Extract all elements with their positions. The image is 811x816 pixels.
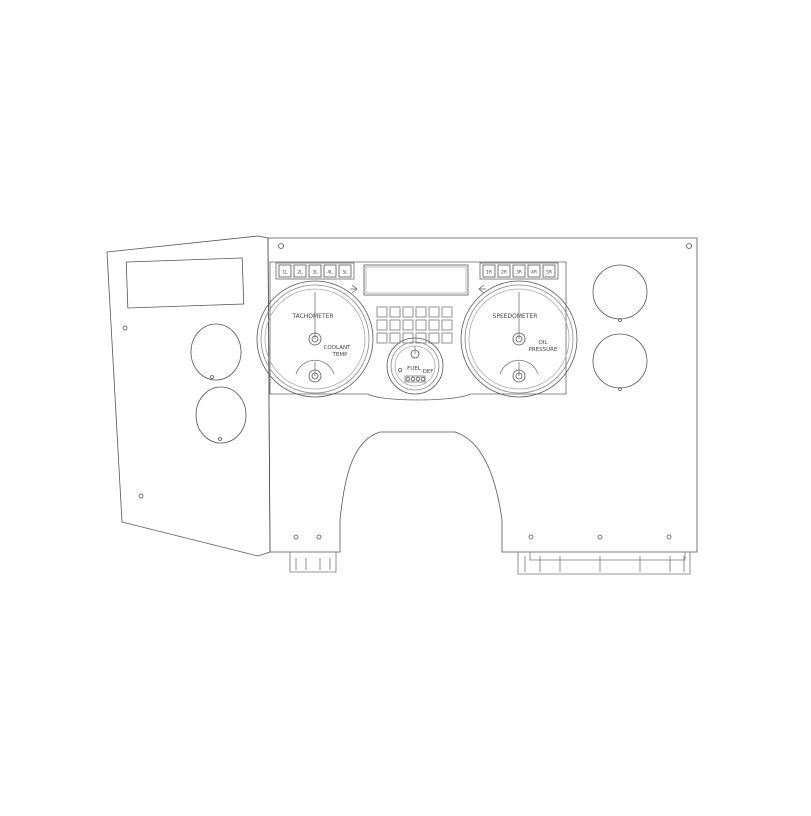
- center-lcd-display: [363, 264, 469, 296]
- indicator-light-label: 4L: [327, 270, 333, 276]
- screw-hole: [138, 493, 144, 499]
- warning-light: [389, 306, 401, 318]
- instrument-cluster: 1L 2L 3L 4L 5L 1R 2R 3R 4R 5R: [269, 261, 567, 401]
- turn-signal-right-icon: [478, 284, 486, 294]
- oil-pressure-label-line1: OIL: [538, 340, 548, 346]
- warning-light: [376, 319, 388, 331]
- warning-light: [389, 332, 401, 344]
- warning-light: [428, 332, 440, 344]
- warning-light-grid: [376, 306, 453, 344]
- indicator-light: [323, 264, 337, 278]
- indicator-light: [308, 264, 322, 278]
- screw-hole: [597, 534, 603, 540]
- right-gauge-holes: [592, 264, 648, 391]
- indicator-light: [527, 264, 541, 278]
- indicator-light-label: 3L: [312, 270, 318, 276]
- left-indicator-lights: 1L 2L 3L 4L 5L: [278, 264, 352, 278]
- speedometer-label: SPEEDOMETER: [493, 313, 538, 320]
- right-gauge-hole-top: [592, 264, 648, 320]
- warning-light: [402, 319, 414, 331]
- warning-light: [415, 319, 427, 331]
- indicator-light: [512, 264, 526, 278]
- indicator-light-label: 4R: [531, 270, 537, 276]
- warning-light: [441, 306, 453, 318]
- warning-light: [415, 306, 427, 318]
- speedometer-gauge: SPEEDOMETER OIL PRESSURE: [460, 280, 578, 398]
- warning-light: [376, 306, 388, 318]
- warning-light: [428, 306, 440, 318]
- warning-light: [389, 319, 401, 331]
- turn-signal-left-icon: [350, 284, 358, 294]
- fuel-label: FUEL: [407, 366, 422, 372]
- right-indicator-strip: 1R 2R 3R 4R 5R: [479, 262, 559, 280]
- warning-light: [441, 319, 453, 331]
- indicator-light: [482, 264, 496, 278]
- coolant-label-line2: TEMP: [332, 352, 349, 358]
- right-gauge-hole-bottom: [592, 333, 648, 389]
- screw-hole: [278, 243, 284, 249]
- screw-hole: [293, 534, 299, 540]
- warning-light: [428, 319, 440, 331]
- screw-hole: [686, 243, 692, 249]
- screw-hole: [528, 534, 534, 540]
- indicator-light-label: 5R: [546, 270, 552, 276]
- coolant-label-line1: COOLANT: [324, 345, 352, 351]
- indicator-light: [497, 264, 511, 278]
- indicator-light-label: 2L: [297, 270, 303, 276]
- indicator-light: [293, 264, 307, 278]
- left-panel-gauge-hole-top: [190, 323, 242, 381]
- screw-hole: [666, 534, 672, 540]
- mounting-brackets: [289, 552, 691, 575]
- indicator-light-label: 3R: [516, 270, 522, 276]
- def-label: DEF: [423, 369, 434, 375]
- main-front-panel: [267, 237, 698, 553]
- tachometer-gauge: TACHOMETER COOLANT TEMP: [256, 280, 374, 398]
- indicator-light: [338, 264, 352, 278]
- indicator-light: [542, 264, 556, 278]
- indicator-light-label: 1L: [282, 270, 288, 276]
- indicator-light-label: 1R: [486, 270, 492, 276]
- fuel-def-gauge: FUEL DEF: [386, 337, 444, 395]
- indicator-light: [278, 264, 292, 278]
- right-indicator-lights: 1R 2R 3R 4R 5R: [482, 264, 556, 278]
- tachometer-label: TACHOMETER: [291, 313, 333, 320]
- oil-pressure-label-line2: PRESSURE: [529, 347, 558, 353]
- screw-hole: [316, 534, 322, 540]
- warning-light: [402, 306, 414, 318]
- warning-light: [441, 332, 453, 344]
- indicator-light-label: 5L: [342, 270, 348, 276]
- left-indicator-strip: 1L 2L 3L 4L 5L: [275, 262, 355, 280]
- left-panel-gauge-hole-bottom: [195, 386, 247, 444]
- left-side-panel: [106, 235, 271, 557]
- left-panel-display-cutout: [125, 257, 245, 309]
- warning-light: [376, 332, 388, 344]
- screw-hole: [122, 325, 128, 331]
- indicator-light-label: 2R: [501, 270, 507, 276]
